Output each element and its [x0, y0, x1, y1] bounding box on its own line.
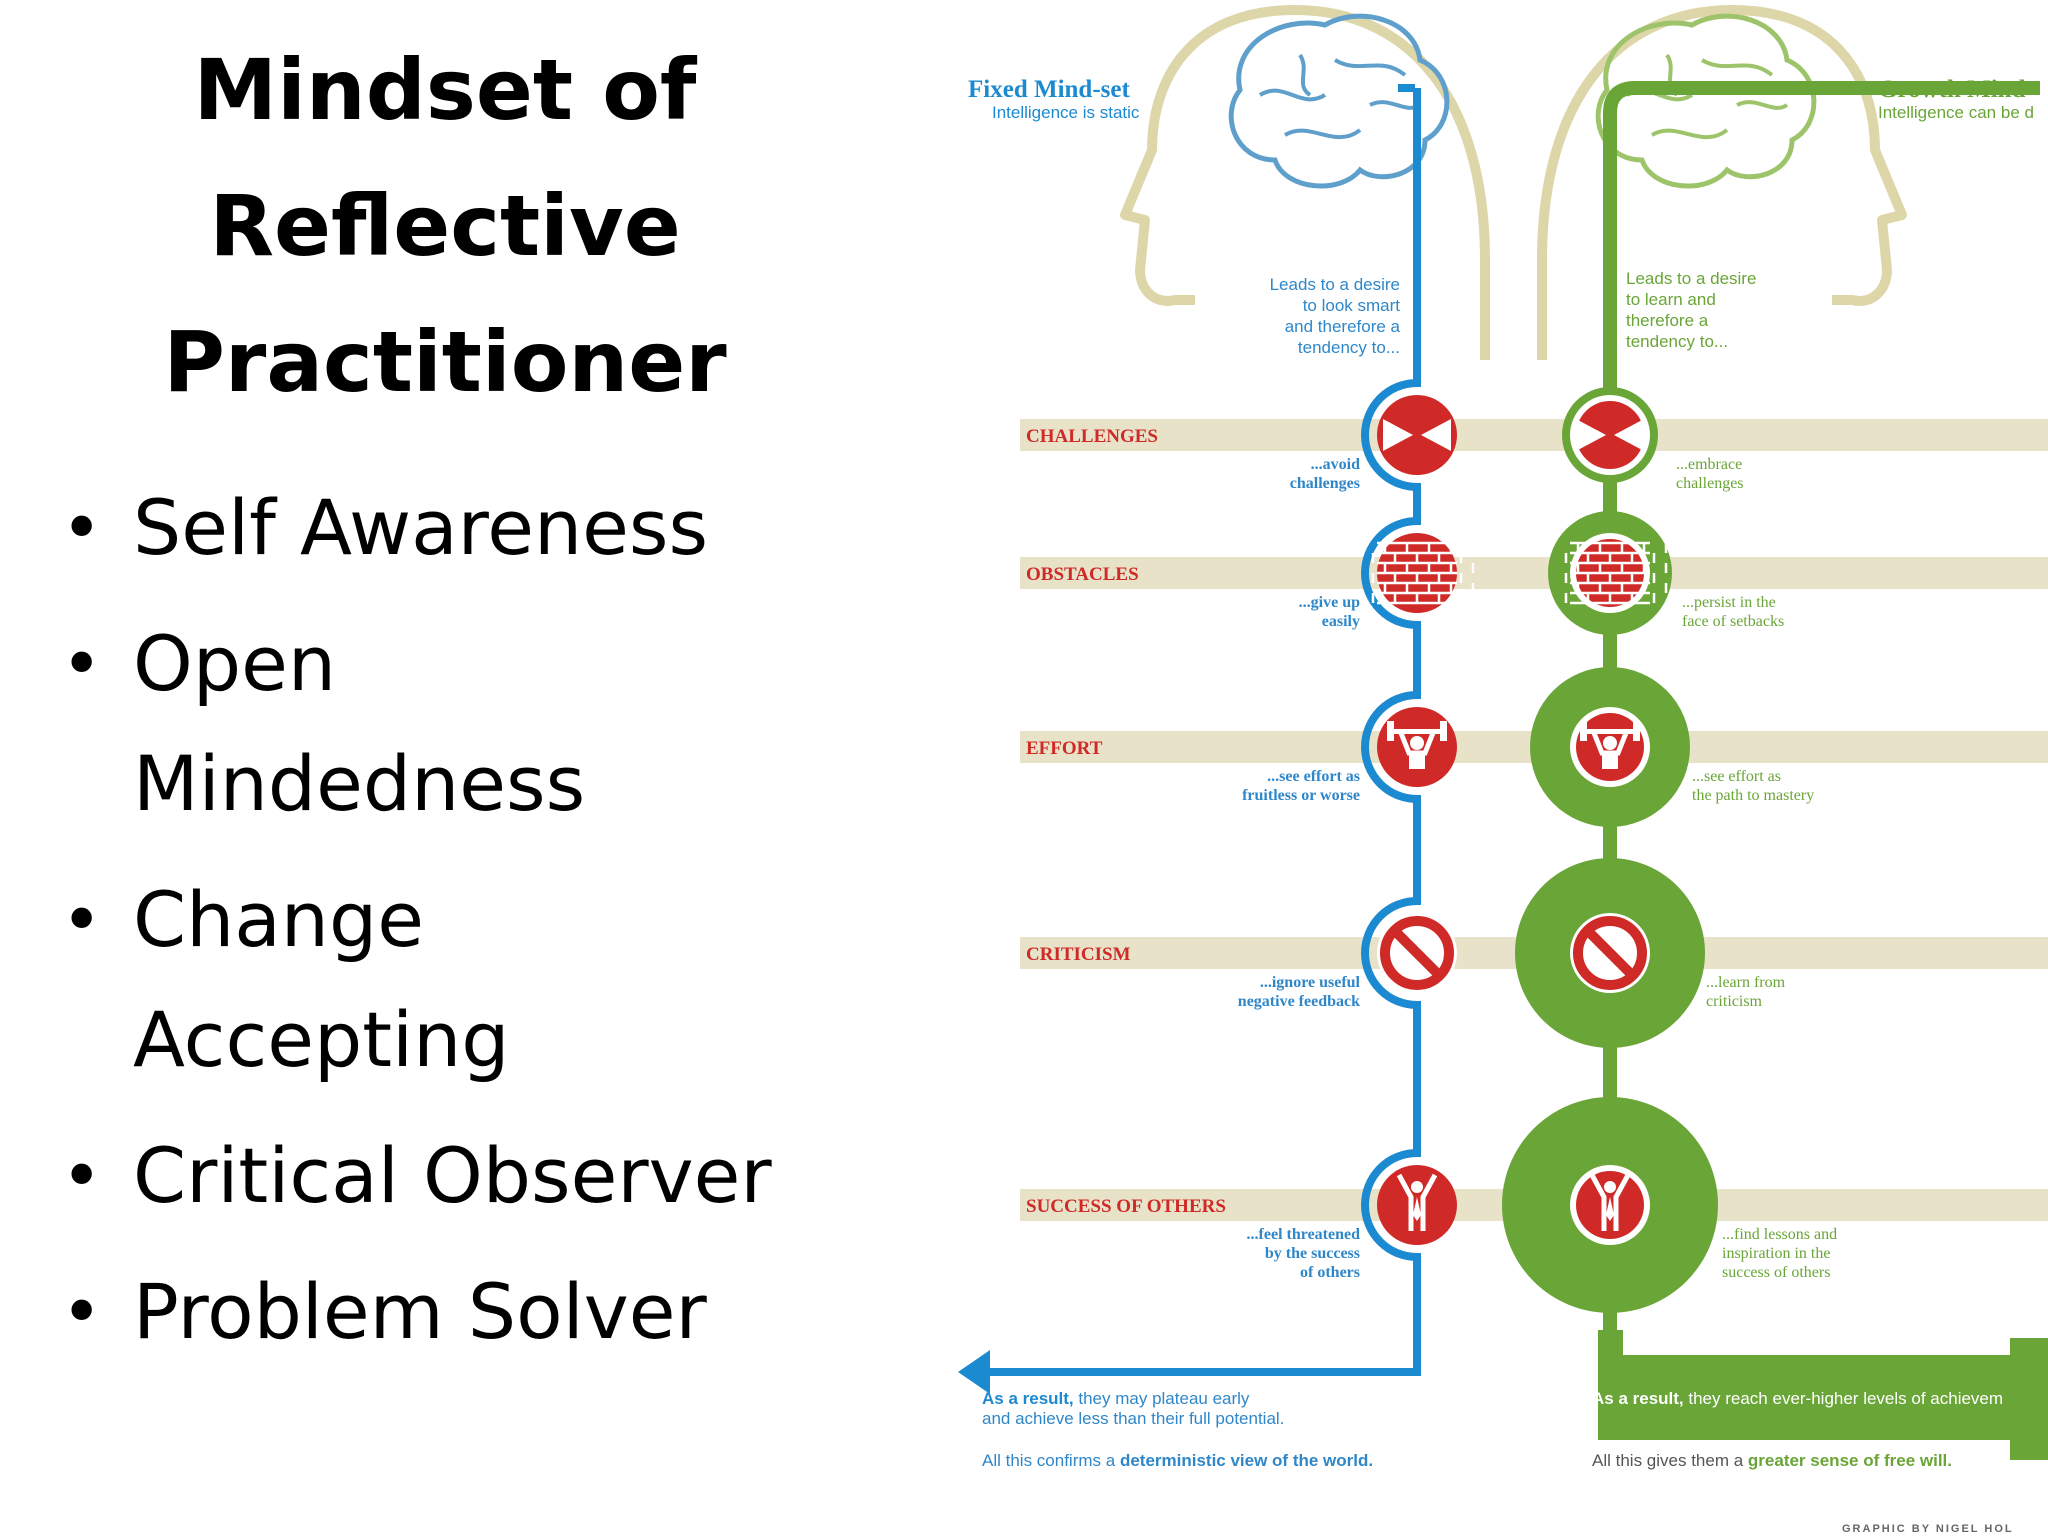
bullet-text: Accepting — [133, 995, 510, 1084]
bullet-text: Change — [133, 875, 424, 964]
growth-mindset-subtitle: Intelligence can be d — [1878, 103, 2034, 122]
row-label: EFFORT — [1026, 738, 1103, 759]
arrows-inward-icon — [1570, 395, 1650, 475]
fixed-desire-line: tendency to... — [1298, 338, 1400, 357]
fixed-brain-icon — [1228, 13, 1450, 189]
row-label: CRITICISM — [1026, 944, 1131, 965]
fixed-conclusion: All this confirms a deterministic view o… — [982, 1451, 1373, 1470]
growth-path — [1598, 81, 2048, 1460]
fixed-head-outline — [1120, 5, 1490, 360]
growth-outcome-line: criticism — [1706, 993, 1763, 1010]
growth-outcome-line: ...learn from — [1706, 974, 1786, 991]
fixed-outcome-line: ...feel threatened — [1247, 1226, 1361, 1243]
bullet-text: Mindedness — [133, 739, 586, 828]
bullet-text: Problem Solver — [133, 1267, 707, 1356]
bullet-text: Open — [133, 619, 336, 708]
fixed-outcome-line: of others — [1300, 1264, 1360, 1281]
growth-conclusion: All this gives them a greater sense of f… — [1592, 1451, 1952, 1470]
graphic-credit: GRAPHIC BY NIGEL HOL — [1842, 1523, 2014, 1535]
brick-wall-icon — [1371, 533, 1475, 613]
growth-outcome-line: the path to mastery — [1692, 787, 1814, 804]
row-label: SUCCESS OF OTHERS — [1026, 1196, 1226, 1217]
fixed-result-line-1: As a result, they may plateau early — [982, 1389, 1250, 1408]
fixed-outcome-line: ...ignore useful — [1260, 974, 1361, 991]
growth-desire-line: therefore a — [1626, 311, 1709, 330]
growth-outcome-line: ...find lessons and — [1722, 1226, 1837, 1243]
bullet-dot-icon: • — [61, 487, 103, 569]
bullet-item: • Self Awareness — [55, 468, 875, 588]
growth-outcome-line: challenges — [1676, 475, 1744, 492]
fixed-outcome-line: ...see effort as — [1267, 768, 1360, 785]
title-line: Mindset of — [193, 41, 697, 139]
growth-outcome-line: face of setbacks — [1682, 613, 1784, 630]
growth-outcome-line: ...embrace — [1676, 456, 1742, 473]
fixed-outcome-line: negative feedback — [1238, 993, 1360, 1010]
growth-outcome-line: ...see effort as — [1692, 768, 1781, 785]
bullet-text: Self Awareness — [133, 483, 709, 572]
fixed-desire-line: to look smart — [1303, 296, 1401, 315]
growth-desire-line: to learn and — [1626, 290, 1716, 309]
bullet-dot-icon: • — [61, 1271, 103, 1353]
fixed-outcome-line: ...avoid — [1311, 456, 1360, 473]
growth-outcome-line: ...persist in the — [1682, 594, 1776, 611]
growth-desire-line: tendency to... — [1626, 332, 1728, 351]
bullet-dot-icon: • — [61, 1135, 103, 1217]
bullet-item: • Critical Observer — [55, 1116, 875, 1236]
fixed-outcome-line: easily — [1322, 613, 1360, 630]
growth-head-outline — [1537, 5, 1907, 360]
person-cheering-icon — [1377, 1165, 1457, 1245]
fixed-desire-line: Leads to a desire — [1270, 275, 1400, 294]
weightlifter-icon — [1377, 707, 1457, 787]
growth-outcome-line: success of others — [1722, 1264, 1830, 1281]
growth-mindset-title: Growth Mind — [1878, 76, 2026, 103]
brick-wall-icon — [1564, 533, 1668, 613]
fixed-outcome-line: challenges — [1290, 475, 1360, 492]
row-label: OBSTACLES — [1026, 564, 1139, 585]
fixed-result-line-2: and achieve less than their full potenti… — [982, 1409, 1284, 1428]
fixed-mindset-subtitle: Intelligence is static — [992, 103, 1140, 122]
bullet-dot-icon: • — [61, 623, 103, 705]
row-label: CHALLENGES — [1026, 426, 1158, 447]
fixed-outcome-line: fruitless or worse — [1242, 787, 1360, 804]
bullet-dot-icon: • — [61, 879, 103, 961]
fixed-path — [958, 84, 1421, 1394]
title-line: Practitioner — [163, 313, 727, 411]
fixed-mindset-title: Fixed Mind-set — [968, 76, 1130, 103]
growth-result: As a result, they reach ever-higher leve… — [1592, 1389, 2003, 1408]
title-line: Reflective — [209, 177, 681, 275]
bullet-text: Critical Observer — [133, 1131, 772, 1220]
growth-desire-line: Leads to a desire — [1626, 269, 1756, 288]
mindset-infographic: Fixed Mind-set Intelligence is static Gr… — [940, 0, 2048, 1536]
bullet-item: • Problem Solver — [55, 1252, 875, 1372]
row-band — [1020, 419, 2048, 451]
growth-outcome-line: inspiration in the — [1722, 1245, 1830, 1262]
weightlifter-icon — [1570, 707, 1650, 787]
fixed-outcome-line: ...give up — [1299, 594, 1360, 611]
person-cheering-icon — [1570, 1165, 1650, 1245]
fixed-outcome-line: by the success — [1265, 1245, 1360, 1262]
fixed-desire-line: and therefore a — [1285, 317, 1401, 336]
no-symbol-icon — [1570, 913, 1650, 993]
no-symbol-icon — [1377, 913, 1457, 993]
arrows-inward-icon — [1377, 395, 1457, 475]
row-band — [1020, 557, 2048, 589]
